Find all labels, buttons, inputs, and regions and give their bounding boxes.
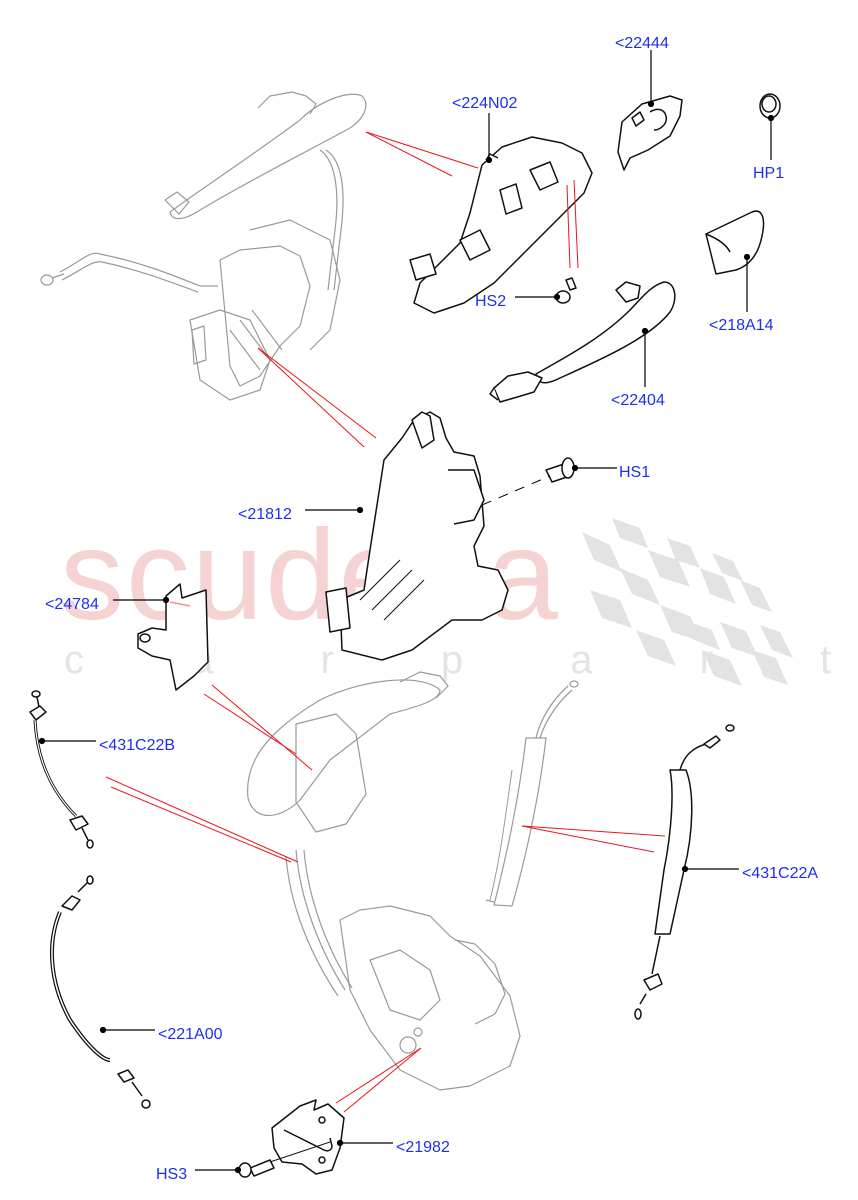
callout-21982[interactable]: <21982 (396, 1139, 450, 1156)
part-latch-actuator (325, 411, 509, 661)
callout-221a00[interactable]: <221A00 (158, 1026, 223, 1043)
callout-hs2[interactable]: HS2 (475, 293, 507, 310)
callout-22404[interactable]: <22404 (611, 392, 665, 409)
callout-hs3[interactable]: HS3 (156, 1166, 188, 1183)
ghost-handle-latch-upper (40, 91, 367, 401)
callout-431c22b[interactable]: <431C22B (99, 737, 176, 754)
part-plug-cap (759, 93, 781, 119)
part-cable-221a00 (50, 875, 151, 1109)
part-trim-cover (617, 95, 683, 171)
part-exterior-handle (489, 281, 676, 403)
ghost-handle-latch-lower (247, 671, 579, 1091)
part-shield (137, 583, 209, 691)
part-handle-bracket (409, 136, 593, 314)
callout-224n02[interactable]: <224N02 (452, 95, 518, 112)
part-bolt-hs1 (545, 457, 575, 483)
part-screw-hs2 (555, 277, 577, 304)
callout-21812[interactable]: <21812 (238, 506, 292, 523)
callout-431c22a[interactable]: <431C22A (742, 865, 819, 882)
callout-hs1[interactable]: HS1 (619, 464, 651, 481)
part-cable-431c22b (29, 690, 94, 849)
callout-24784[interactable]: <24784 (45, 596, 99, 613)
callout-hp1[interactable]: HP1 (753, 165, 785, 182)
part-cable-431c22a (634, 724, 735, 1020)
callout-218a14[interactable]: <218A14 (709, 317, 774, 334)
callout-22444[interactable]: <22444 (615, 35, 669, 52)
